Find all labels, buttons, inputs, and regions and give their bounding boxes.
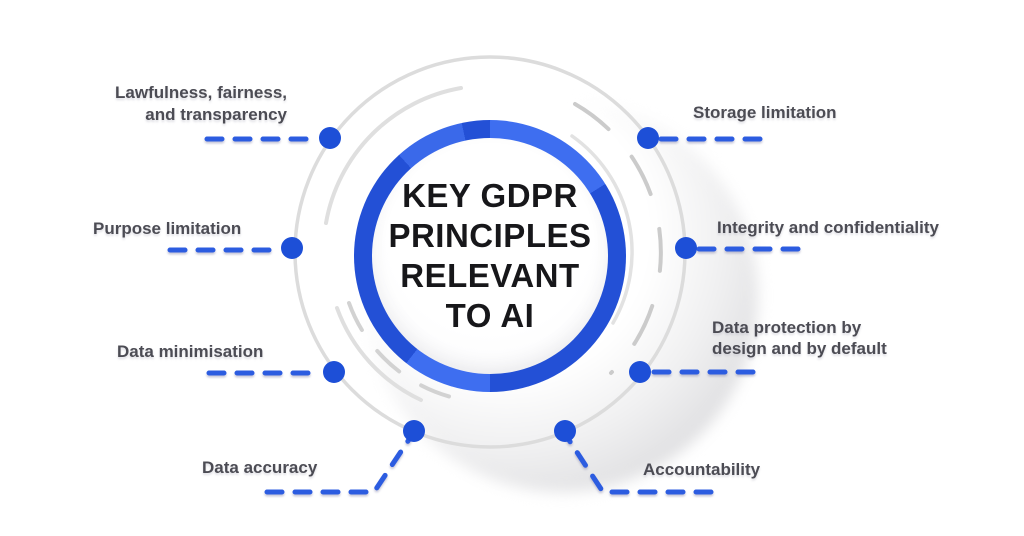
dot-data-accuracy [403,420,425,442]
label-purpose-limitation: Purpose limitation [93,219,242,238]
decorative-arc-bottom-left [335,306,423,402]
label-storage-limitation: Storage limitation [693,103,837,122]
dashed-gray-arc-right [573,102,663,375]
label-integrity-confidentiality: Integrity and confidentiality [717,218,939,237]
dot-storage [637,127,659,149]
dot-lawfulness [319,127,341,149]
node-dots [281,127,697,442]
dot-integrity [675,237,697,259]
center-ring [354,120,626,392]
label-lawfulness: Lawfulness, fairness, and transparency [115,83,287,124]
label-data-protection: Data protection by design and by default [712,318,887,358]
connector-data-accuracy [264,432,415,495]
connector-accountability [564,434,714,495]
center-disc [372,138,608,374]
connector-lines [167,136,811,495]
label-data-minimisation: Data minimisation [117,342,264,361]
label-accountability: Accountability [643,460,761,479]
diagram-title: KEY GDPR PRINCIPLES RELEVANT TO AI [388,177,592,334]
label-data-accuracy: Data accuracy [202,458,318,477]
decorative-arc-top-left [324,86,463,225]
dashed-gray-arc-bottom-left [347,301,453,399]
dot-data-minimisation [323,361,345,383]
dot-protection [629,361,651,383]
decorative-arc-right [570,134,634,325]
dot-purpose [281,237,303,259]
dot-accountability [554,420,576,442]
